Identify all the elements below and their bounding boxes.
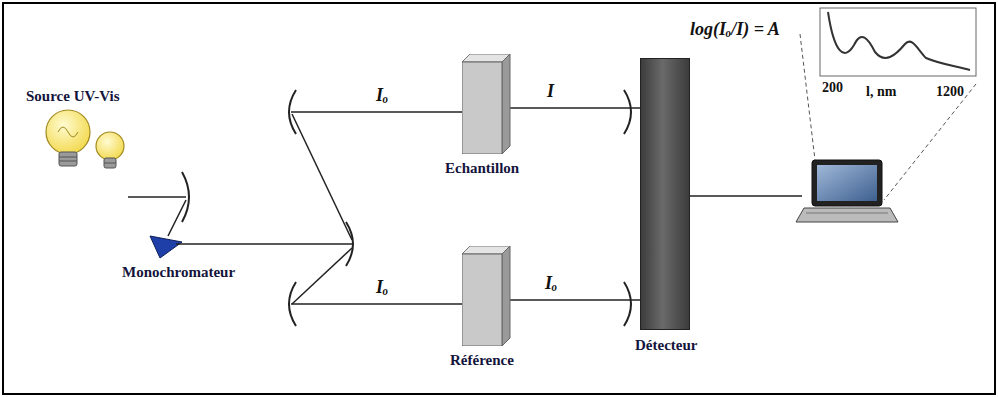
detector-box: Détecteur [640, 58, 690, 330]
light-beam [291, 111, 462, 113]
computer-icon [796, 160, 898, 222]
monochromator-label: Monochromateur [122, 264, 235, 281]
beam-label: I [545, 82, 556, 102]
prism-symbol [150, 236, 182, 258]
light-beam [128, 196, 186, 198]
light-beam [168, 200, 186, 236]
axis-title: l, nm [866, 84, 896, 99]
cuvette-outline [462, 246, 512, 346]
mirror [182, 172, 189, 222]
beam-label: Iₒ [543, 274, 559, 294]
leader-line [884, 84, 976, 200]
light-beam [502, 107, 640, 109]
axis-tick: 200 [822, 80, 843, 95]
light-beam [292, 248, 352, 304]
light-beam [176, 243, 352, 245]
lens [624, 90, 631, 134]
sample-cuvette: Echantillon [462, 62, 502, 154]
cuvette-outline [462, 54, 512, 154]
light-beam [502, 299, 640, 301]
lens [624, 282, 631, 326]
intensity-symbol: Iₒ [376, 278, 388, 298]
lamp-icon [46, 110, 124, 168]
intensity-symbol: Iₒ [376, 86, 388, 106]
reference-cuvette: Référence [462, 254, 502, 346]
node-label: Détecteur [635, 337, 697, 354]
light-beam [292, 114, 352, 240]
light-beam [291, 303, 462, 305]
frame [3, 3, 995, 394]
spectrum-plot [820, 8, 976, 76]
leader-line [800, 34, 815, 160]
absorbance-formula: log(Iₒ/I) = A [690, 20, 780, 40]
node-label: Echantillon [445, 160, 519, 177]
signal-cable [690, 195, 802, 197]
node-label: Référence [450, 352, 514, 369]
axis-tick: 1200 [936, 84, 964, 99]
source-label: Source UV-Vis [26, 88, 119, 105]
